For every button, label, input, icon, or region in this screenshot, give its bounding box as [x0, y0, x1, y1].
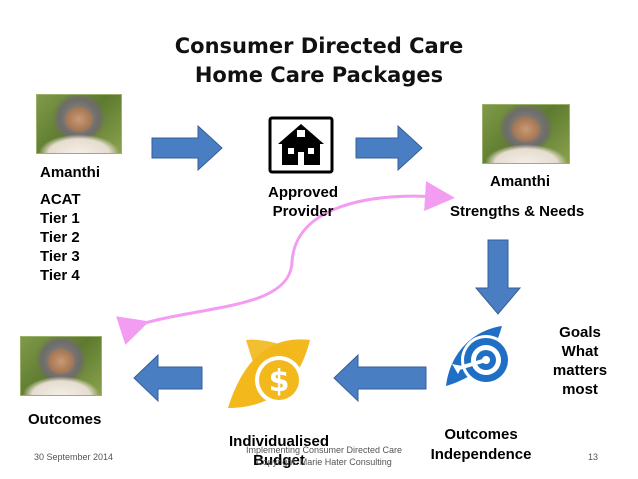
outcomes-independence-line-2: Independence [430, 446, 532, 463]
outcomes-label-left: Outcomes [28, 411, 102, 428]
arrow-to-provider [151, 124, 223, 172]
provider-label-line-2: Provider [272, 203, 334, 220]
arrow-to-outcomes [133, 353, 203, 403]
goals-label-line-4: most [562, 381, 598, 398]
arrow-to-budget [333, 353, 427, 403]
strengths-needs-label: Strengths & Needs [450, 203, 585, 220]
footer-title: Implementing Consumer Directed Care [245, 445, 403, 455]
assessment-list-item: ACAT [40, 191, 81, 208]
person-name-right: Amanthi [490, 173, 550, 190]
outcomes-independence-line-1: Outcomes [444, 426, 518, 443]
person-photo-outcomes [20, 336, 102, 396]
goals-label-line-3: matters [552, 362, 608, 379]
assessment-list-item: Tier 4 [40, 267, 80, 284]
dollar-icon: $ [228, 339, 310, 408]
title-line-1: Consumer Directed Care [174, 34, 464, 58]
budget-label-line-1: Individualised [228, 433, 330, 450]
title-line-2: Home Care Packages [194, 63, 444, 87]
house-icon [268, 116, 334, 174]
footer-page-number: 13 [588, 452, 599, 462]
feedback-curve [116, 181, 455, 345]
footer-date: 30 September 2014 [34, 452, 114, 462]
goals-label-line-2: What [561, 343, 599, 360]
footer-copyright: Copyright: Marie Hater Consulting [256, 457, 392, 467]
assessment-list-item: Tier 1 [40, 210, 80, 227]
assessment-list-item: Tier 2 [40, 229, 80, 246]
person-photo-right [482, 104, 570, 164]
target-icon [446, 326, 511, 386]
arrow-to-assessment [355, 124, 423, 172]
budget-label-line-2: Budget [253, 452, 305, 469]
arrow-down-to-goals [474, 239, 522, 315]
person-name-left: Amanthi [40, 164, 100, 181]
provider-label-line-1: Approved [267, 184, 338, 201]
svg-text:$: $ [269, 364, 290, 399]
goals-label-line-1: Goals [559, 324, 601, 341]
assessment-list-item: Tier 3 [40, 248, 80, 265]
person-photo-left [36, 94, 122, 154]
